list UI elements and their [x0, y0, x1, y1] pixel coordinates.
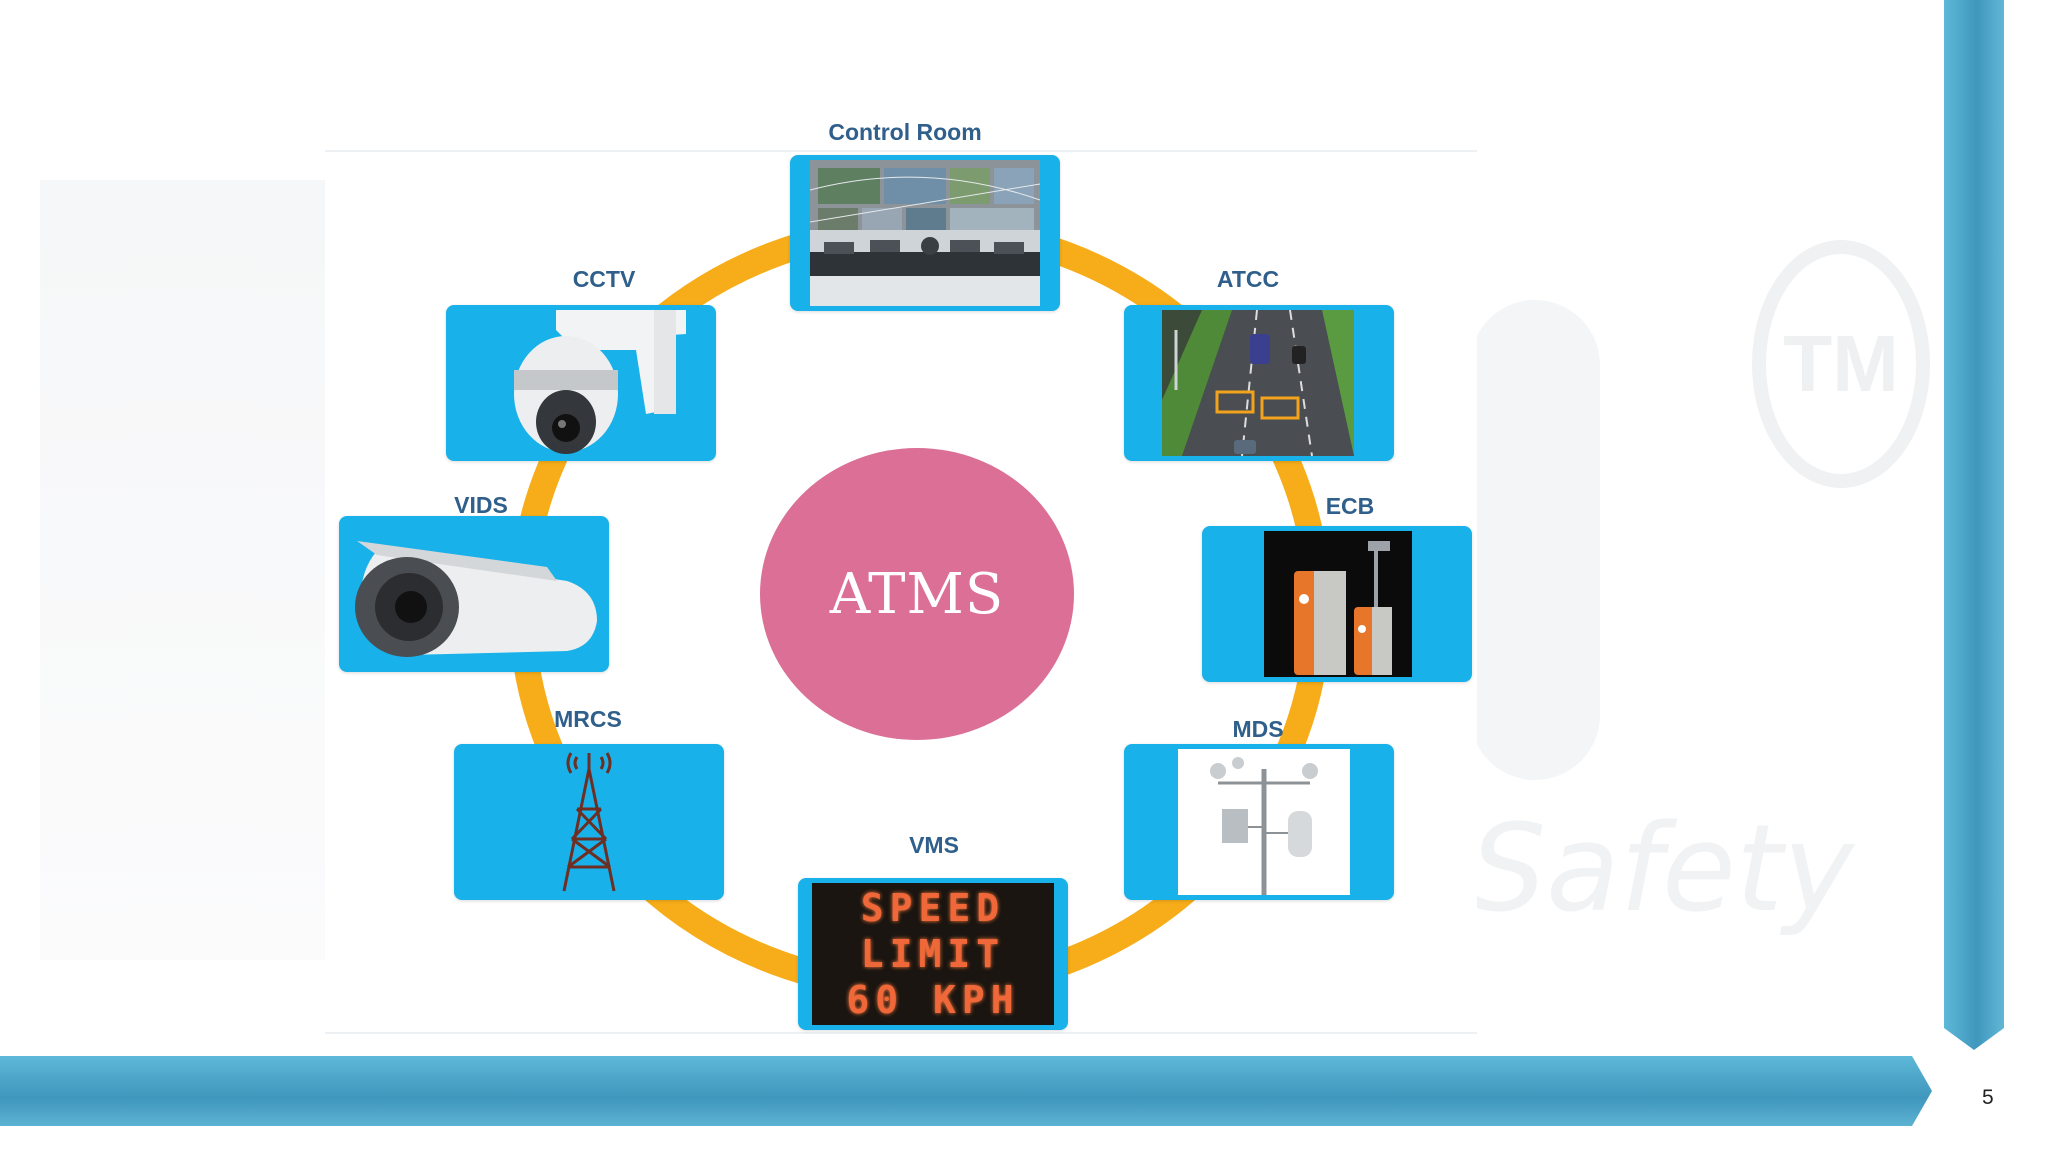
node-cctv[interactable] — [446, 305, 716, 461]
node-label-vids: VIDS — [454, 492, 508, 518]
watermark-tm-text: TM — [1783, 319, 1899, 408]
bullet-camera-photo — [347, 521, 601, 667]
node-label-ecb: ECB — [1325, 493, 1375, 519]
node-ecb[interactable] — [1202, 526, 1472, 682]
node-label-vms: VMS — [909, 832, 959, 858]
vms-sign-line-3: 60 KPH — [846, 978, 1020, 1022]
bottom-accent-bar — [0, 1056, 1932, 1126]
atms-hub[interactable]: ATMS — [760, 448, 1074, 740]
watermark-block — [40, 180, 340, 960]
vms-sign-line-2: LIMIT — [860, 932, 1006, 976]
right-accent-bar — [1944, 0, 2004, 1050]
node-label-mrcs: MRCS — [554, 706, 622, 732]
node-vms[interactable]: SPEED LIMIT 60 KPH — [798, 878, 1068, 1030]
vms-sign-line-1: SPEED — [860, 886, 1006, 930]
node-label-mds: MDS — [1232, 716, 1284, 742]
node-label-cctv: CCTV — [572, 266, 636, 292]
radio-tower-icon — [474, 749, 704, 895]
node-label-atcc: ATCC — [1216, 266, 1280, 292]
variable-message-sign-photo: SPEED LIMIT 60 KPH — [812, 883, 1054, 1025]
watermark-shape — [1470, 300, 1600, 780]
highway-traffic-photo — [1162, 310, 1354, 456]
dome-camera-photo — [466, 310, 696, 456]
node-control-room[interactable] — [790, 155, 1060, 311]
weather-station-photo — [1178, 749, 1350, 895]
watermark-safety-text: Safety — [1470, 800, 1854, 939]
page-number: 5 — [1982, 1086, 1994, 1109]
hub-label: ATMS — [829, 561, 1005, 627]
node-vids[interactable] — [339, 516, 609, 672]
node-mrcs[interactable] — [454, 744, 724, 900]
sos-emergency-call-box-photo — [1264, 531, 1412, 677]
node-atcc[interactable] — [1124, 305, 1394, 461]
node-label-control-room: Control Room — [828, 119, 982, 145]
vms-sign-face: SPEED LIMIT 60 KPH — [812, 883, 1054, 1025]
control-room-photo — [810, 160, 1040, 306]
node-mds[interactable] — [1124, 744, 1394, 900]
